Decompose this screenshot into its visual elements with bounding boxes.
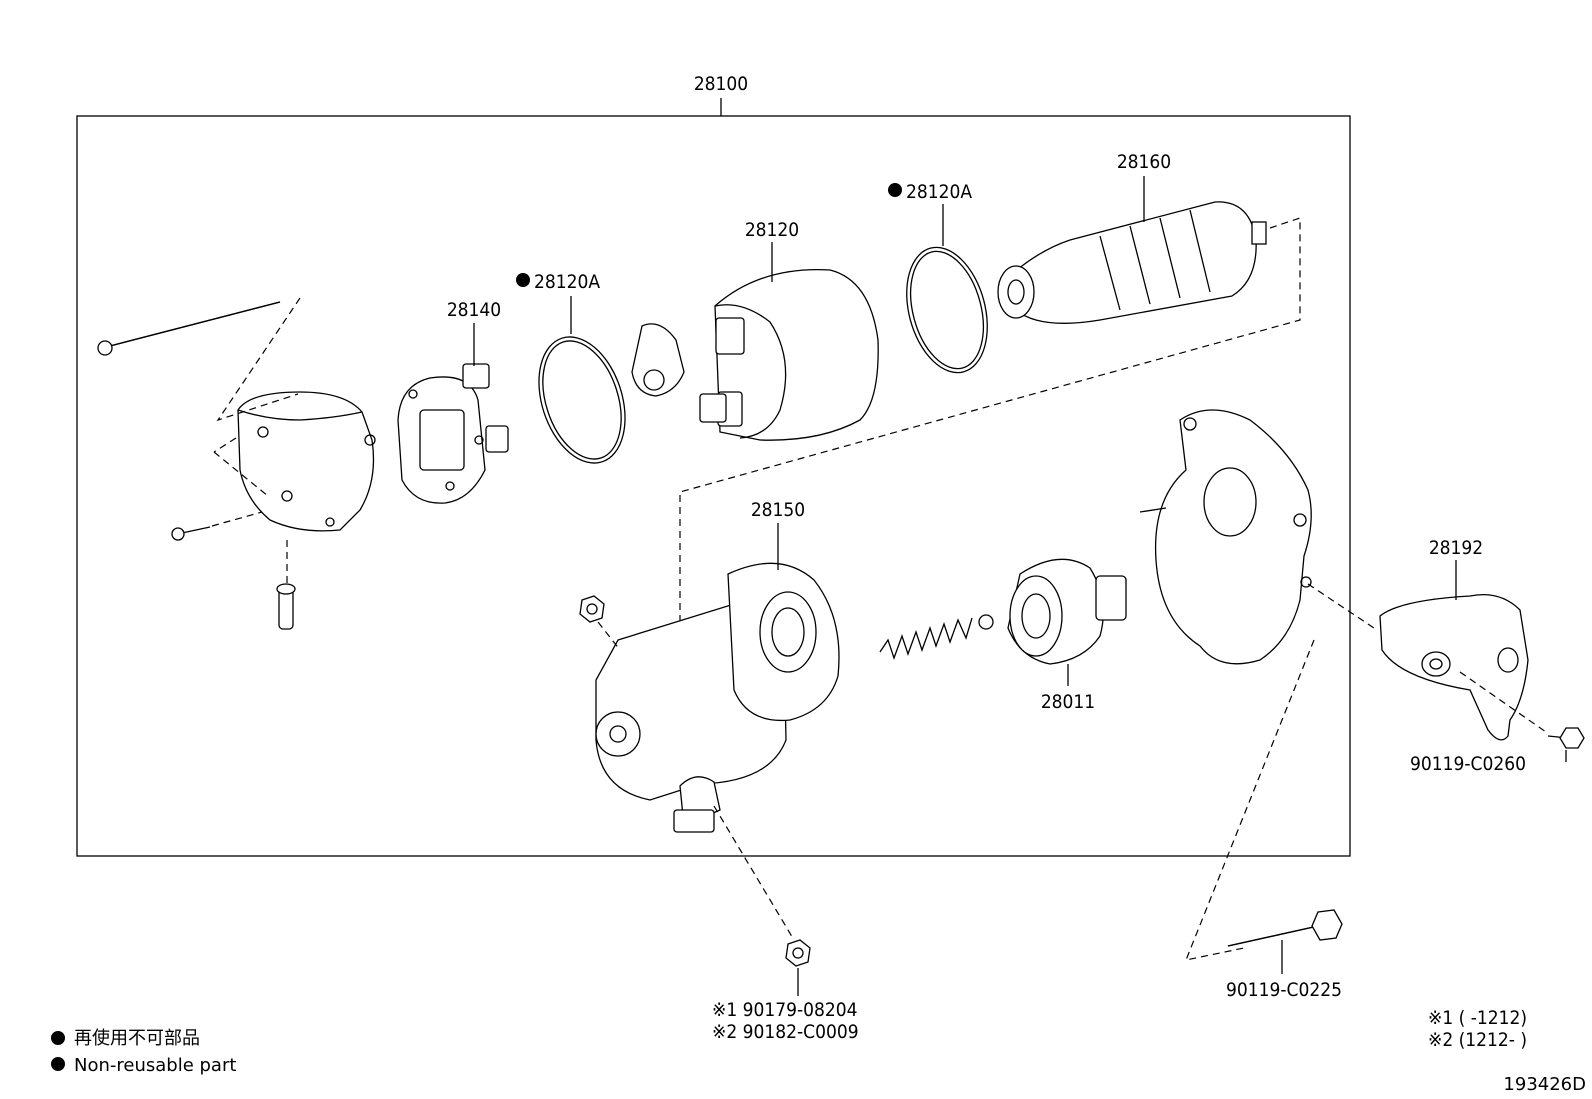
diagram-id: 193426D [1503,1074,1586,1095]
label-28100[interactable]: 28100 [694,73,748,95]
end-cover[interactable] [237,391,376,532]
label-28140[interactable]: 28140 [447,299,501,321]
assembly-frame [76,115,1351,857]
starter-housing[interactable] [595,562,840,833]
nonreusable-dot-right [888,183,902,197]
o-ring-right-inner [910,250,984,370]
yoke[interactable] [631,268,879,441]
label-28120[interactable]: 28120 [745,219,799,241]
housing-nut-dash [597,621,621,651]
end-cover-screw[interactable] [171,526,211,541]
o-ring-right[interactable] [894,238,1001,381]
label-28160[interactable]: 28160 [1117,151,1171,173]
screw-dash [211,511,263,527]
terminal-nut-dash [713,805,795,941]
drive-stud[interactable] [1139,507,1167,513]
brush-holder[interactable] [397,363,509,504]
through-bolt[interactable] [97,301,281,356]
legend-jp: 再使用不可部品 [74,1028,200,1049]
long-bolt[interactable] [1227,909,1343,947]
label-90182-C0009[interactable]: ※2 90182-C0009 [712,1021,859,1043]
o-ring-left-inner [542,340,622,460]
legend-dot-en [51,1057,65,1071]
nonreusable-dot-left [516,273,530,287]
label-28120A-right[interactable]: 28120A [906,181,972,203]
terminal-nut[interactable] [785,939,811,967]
label-90119-C0260[interactable]: 90119-C0260 [1410,753,1526,775]
cover-bolt-dash [1459,671,1547,733]
legend-en: Non-reusable part [74,1055,236,1076]
o-ring-left[interactable] [524,326,640,474]
label-28150[interactable]: 28150 [751,499,805,521]
note-2: ※2 (1212- ) [1428,1029,1527,1051]
drive-housing-dash [1185,583,1375,961]
brush-pin[interactable] [276,583,296,630]
drive-housing[interactable] [1154,409,1312,665]
note-1: ※1 ( -1212) [1428,1007,1527,1029]
steel-ball[interactable] [978,614,994,630]
label-28120A-left[interactable]: 28120A [534,271,600,293]
legend-dot-jp [51,1031,65,1045]
housing-nut[interactable] [579,595,605,623]
armature[interactable] [997,201,1267,324]
bracket-cover[interactable] [1379,593,1529,741]
end-cover-dash [213,297,301,497]
cover-bolt[interactable] [1547,727,1585,749]
return-spring[interactable] [879,617,973,660]
label-28192[interactable]: 28192 [1429,537,1483,559]
drive-clutch[interactable] [1007,558,1127,665]
label-90179-08204[interactable]: ※1 90179-08204 [712,999,858,1021]
label-90119-C0225[interactable]: 90119-C0225 [1226,979,1342,1001]
label-28011[interactable]: 28011 [1041,691,1095,713]
